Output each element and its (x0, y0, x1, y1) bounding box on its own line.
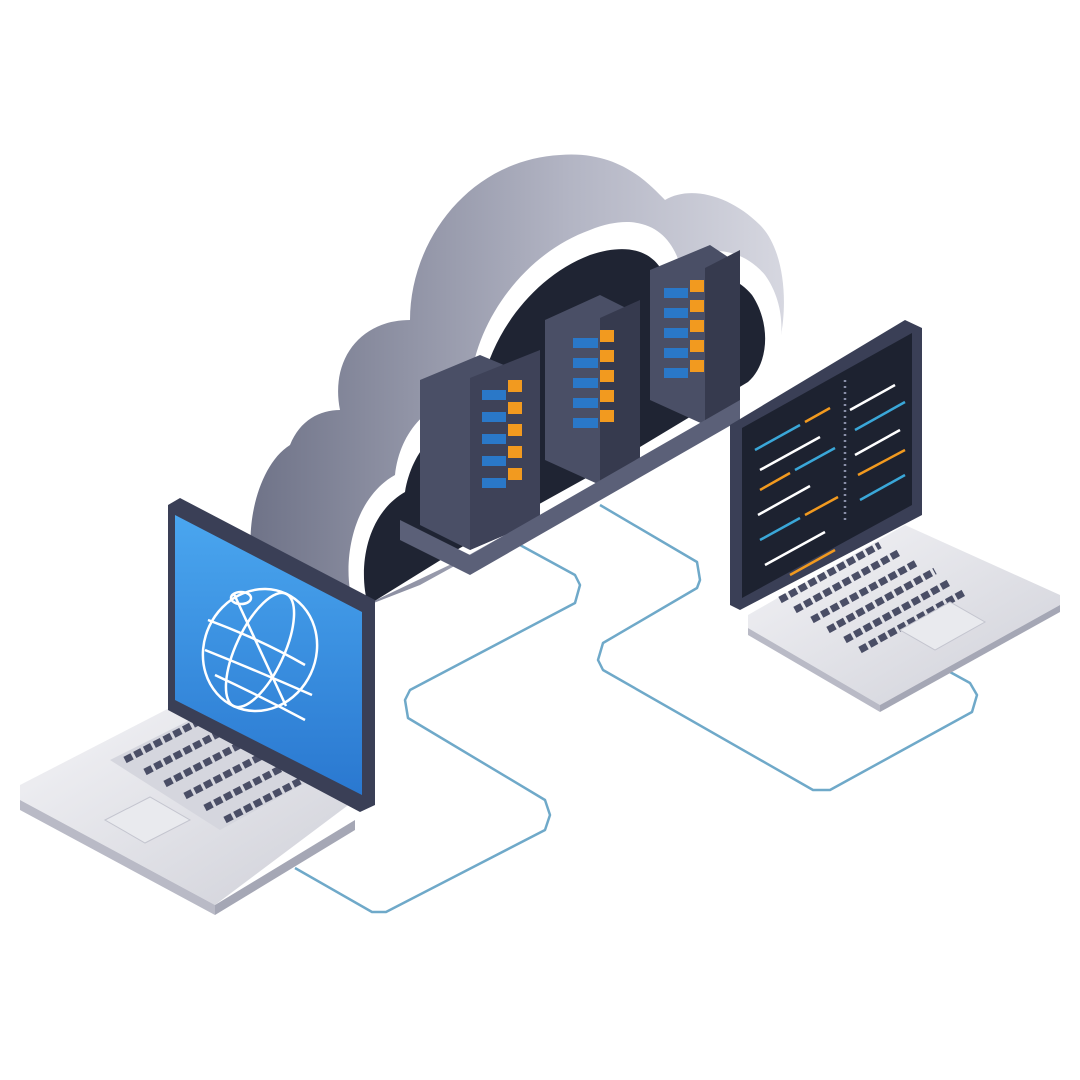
server-rack-icon (545, 295, 640, 485)
connection-lines (294, 503, 979, 914)
connection-line-right (596, 503, 979, 792)
code-lines (754, 380, 906, 577)
globe-screen (175, 515, 362, 795)
keyboard-keys (778, 541, 967, 654)
server-rack-icon (420, 350, 540, 550)
laptop-left (20, 498, 375, 915)
server-rack-icon (650, 245, 740, 425)
connection-line-left (294, 543, 582, 914)
laptop-right (730, 320, 1060, 712)
trackpad (103, 796, 192, 844)
server-racks (400, 245, 740, 575)
laptop-right-base (748, 525, 1060, 705)
globe-icon (201, 587, 319, 722)
trackpad (898, 601, 987, 651)
